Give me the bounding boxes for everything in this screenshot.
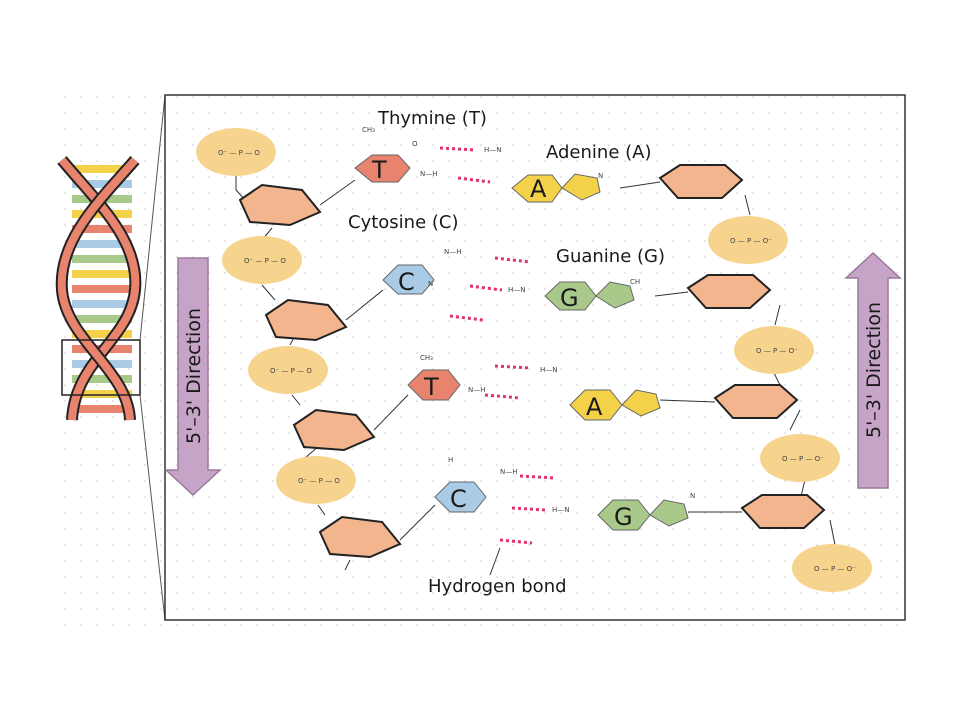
svg-text:O — P — O⁻: O — P — O⁻ — [782, 455, 824, 463]
sugar-ring — [740, 494, 826, 529]
svg-text:N: N — [598, 172, 603, 180]
zoom-line-top — [139, 94, 166, 341]
svg-text:CH: CH — [630, 278, 640, 286]
phosphate-group — [792, 544, 872, 592]
base-letter: C — [450, 485, 467, 513]
direction-label-right: 5'–3' Direction — [863, 302, 885, 438]
svg-text:H—N: H—N — [484, 146, 502, 154]
adenine-label: Adenine (A) — [546, 142, 651, 163]
phosphate-group — [196, 128, 276, 176]
diagram-frame — [164, 94, 906, 621]
svg-text:N—H: N—H — [420, 170, 438, 178]
svg-text:H: H — [448, 456, 453, 464]
base-letter: G — [560, 284, 579, 312]
svg-text:N—H: N—H — [500, 468, 518, 476]
base-letter: T — [371, 156, 387, 184]
thymine-base — [407, 369, 461, 401]
cytosine-base — [382, 264, 435, 295]
base-letter: A — [586, 393, 603, 421]
svg-text:N—H: N—H — [468, 386, 486, 394]
sugar-ring — [292, 408, 376, 452]
svg-text:O — P — O⁻: O — P — O⁻ — [814, 565, 856, 573]
svg-text:O⁻ — P — O: O⁻ — P — O — [298, 477, 340, 485]
phosphate-group — [760, 434, 840, 482]
zoom-line-bottom — [139, 394, 166, 621]
phosphate-group — [248, 346, 328, 394]
direction-label-left: 5'–3' Direction — [183, 308, 205, 444]
svg-text:H—N: H—N — [552, 506, 570, 514]
thymine-label: Thymine (T) — [377, 108, 487, 129]
helix-zoom-box — [61, 339, 141, 396]
cytosine-label: Cytosine (C) — [348, 212, 459, 233]
sugar-ring — [318, 515, 402, 559]
phosphate-group — [734, 326, 814, 374]
svg-text:CH₃: CH₃ — [362, 126, 375, 134]
hydrogen-bonds — [439, 146, 556, 545]
cytosine-base — [434, 481, 487, 513]
phosphate-group — [222, 236, 302, 284]
adenine-base — [621, 389, 661, 417]
svg-text:CH₃: CH₃ — [420, 354, 433, 362]
svg-text:O: O — [412, 140, 418, 148]
adenine-base — [561, 173, 601, 201]
atom-labels: CH₃ O N—H H—N N N—H N H—N CH CH₃ N—H H—N… — [362, 126, 695, 514]
svg-text:H—N: H—N — [540, 366, 558, 374]
sugar-ring — [686, 274, 772, 309]
base-letter: A — [530, 175, 547, 203]
right-direction-arrow: 5'–3' Direction — [844, 251, 902, 489]
sugar-ring — [238, 183, 322, 227]
double-helix-icon — [55, 156, 142, 421]
svg-text:O⁻ — P — O: O⁻ — P — O — [218, 149, 260, 157]
base-letter: G — [614, 503, 633, 531]
left-direction-arrow: 5'–3' Direction — [164, 257, 222, 497]
guanine-label: Guanine (G) — [556, 246, 665, 267]
base-letter: C — [398, 268, 415, 296]
sugar-ring — [713, 384, 799, 419]
svg-text:O⁻ — P — O: O⁻ — P — O — [244, 257, 286, 265]
svg-text:O — P — O⁻: O — P — O⁻ — [730, 237, 772, 245]
guanine-base — [595, 281, 635, 309]
svg-text:N: N — [690, 492, 695, 500]
thymine-base — [354, 154, 411, 183]
svg-text:O⁻ — P — O: O⁻ — P — O — [270, 367, 312, 375]
glycosidic-bond — [319, 179, 742, 541]
svg-text:N: N — [428, 280, 433, 288]
phosphate-group — [276, 456, 356, 504]
sugar-ring — [264, 298, 348, 342]
guanine-base — [649, 499, 689, 527]
svg-text:N—H: N—H — [444, 248, 462, 256]
svg-text:H—N: H—N — [508, 286, 526, 294]
svg-text:O — P — O⁻: O — P — O⁻ — [756, 347, 798, 355]
base-letter: T — [423, 373, 439, 401]
hydrogen-bond-label: Hydrogen bond — [428, 576, 567, 597]
phosphate-group — [708, 216, 788, 264]
hydrogen-bond-pointer — [489, 547, 501, 576]
sugar-ring — [658, 164, 744, 199]
